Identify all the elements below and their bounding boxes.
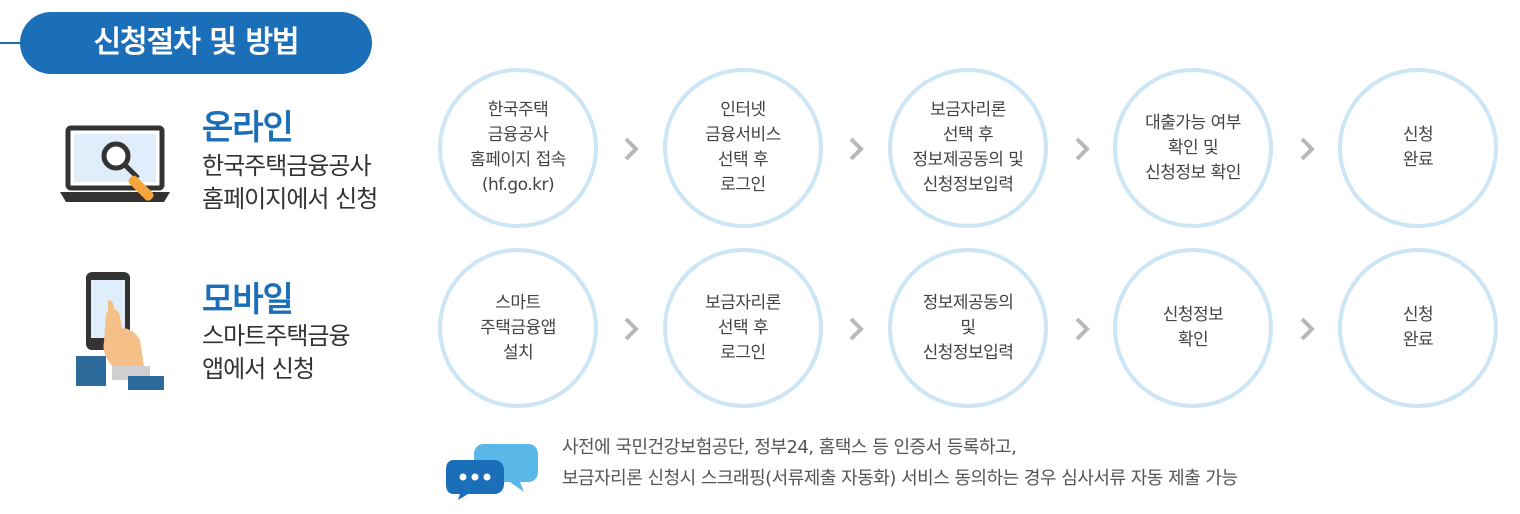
step-line: 선택 후: [717, 150, 769, 170]
step-line: 선택 후: [942, 125, 994, 145]
step-line: 신청정보 확인: [1145, 162, 1241, 183]
step-line: 신청: [1402, 305, 1434, 325]
note-text: 사전에 국민건강보험공단, 정부24, 홈택스 등 인증서 등록하고, 보금자리…: [562, 432, 1238, 494]
step-line: 로그인: [720, 342, 766, 363]
step-line: 로그인: [720, 175, 766, 195]
step-line: 완료: [1402, 330, 1434, 350]
step-line: 스마트: [495, 292, 541, 313]
step-line: 신청정보입력: [922, 342, 1014, 363]
mobile-step-1: 스마트 주택금융앱 설치: [438, 248, 598, 408]
chevron-right-icon: [1300, 317, 1315, 341]
chevron-right-icon: [1075, 137, 1090, 161]
online-step-3: 보금자리론 선택 후 정보제공동의 및 신청정보입력: [888, 68, 1048, 228]
step-line: 홈페이지 접속: [470, 150, 566, 170]
desc-line: 홈페이지에서 신청: [202, 185, 378, 213]
step-line: 대출가능 여부: [1145, 112, 1241, 133]
step-line: 완료: [1402, 150, 1434, 170]
header-line: [0, 42, 30, 44]
online-step-4: 대출가능 여부 확인 및 신청정보 확인: [1113, 68, 1273, 228]
chevron-right-icon: [624, 137, 639, 161]
step-line: 신청정보: [1162, 305, 1224, 325]
chevron-right-icon: [624, 317, 639, 341]
step-line: 설치: [502, 342, 534, 363]
step-line: 확인 및: [1167, 137, 1219, 158]
chevron-right-icon: [849, 137, 864, 161]
online-step-2: 인터넷 금융서비스 선택 후 로그인: [663, 68, 823, 228]
chevron-right-icon: [1300, 137, 1315, 161]
step-line: 정보제공동의: [922, 292, 1014, 313]
channel-title-mobile: 모바일: [202, 280, 294, 320]
mobile-step-4: 신청정보 확인: [1113, 248, 1273, 408]
desc-line: 스마트주택금융: [202, 322, 351, 350]
note-line: 보금자리론 신청시 스크래핑(서류제출 자동화) 서비스 동의하는 경우 심사서…: [562, 468, 1238, 489]
step-line: 정보제공동의 및: [912, 150, 1024, 170]
step-line: 신청정보입력: [922, 175, 1014, 195]
step-line: 금융서비스: [705, 125, 781, 145]
step-line: 인터넷: [720, 100, 766, 120]
chat-bubbles-icon: [446, 444, 538, 500]
mobile-step-2: 보금자리론 선택 후 로그인: [663, 248, 823, 408]
online-step-1: 한국주택 금융공사 홈페이지 접속 (hf.go.kr): [438, 68, 598, 228]
laptop-search-icon: [60, 125, 170, 202]
mobile-step-5: 신청 완료: [1338, 248, 1498, 408]
step-line: 한국주택: [487, 100, 549, 120]
smartphone-hand-icon: [76, 272, 164, 390]
channel-row-online: 온라인 한국주택금융공사 홈페이지에서 신청 한국주택 금융공사 홈페이지 접속…: [0, 68, 1520, 238]
section-header: 신청절차 및 방법: [20, 12, 372, 74]
desc-line: 앱에서 신청: [202, 355, 315, 383]
channel-title-online: 온라인: [202, 108, 294, 148]
channel-desc-mobile: 스마트주택금융 앱에서 신청: [202, 320, 351, 386]
desc-line: 한국주택금융공사: [202, 152, 372, 180]
step-line: 보금자리론: [930, 100, 1006, 120]
mobile-step-3: 정보제공동의 및 신청정보입력: [888, 248, 1048, 408]
step-line: 보금자리론: [705, 292, 781, 313]
step-line: 확인: [1177, 330, 1209, 350]
step-line: 금융공사: [487, 125, 549, 145]
chevron-right-icon: [849, 317, 864, 341]
step-line: 선택 후: [717, 317, 769, 338]
online-step-5: 신청 완료: [1338, 68, 1498, 228]
chevron-right-icon: [1075, 317, 1090, 341]
step-line: 주택금융앱: [480, 317, 556, 338]
note-line: 사전에 국민건강보험공단, 정부24, 홈택스 등 인증서 등록하고,: [562, 437, 1017, 458]
step-line: (hf.go.kr): [481, 175, 555, 195]
step-line: 신청: [1402, 125, 1434, 145]
channel-desc-online: 한국주택금융공사 홈페이지에서 신청: [202, 150, 378, 216]
step-line: 및: [960, 317, 976, 338]
channel-row-mobile: 모바일 스마트주택금융 앱에서 신청 스마트 주택금융앱 설치 보금자리론 선택…: [0, 248, 1520, 418]
